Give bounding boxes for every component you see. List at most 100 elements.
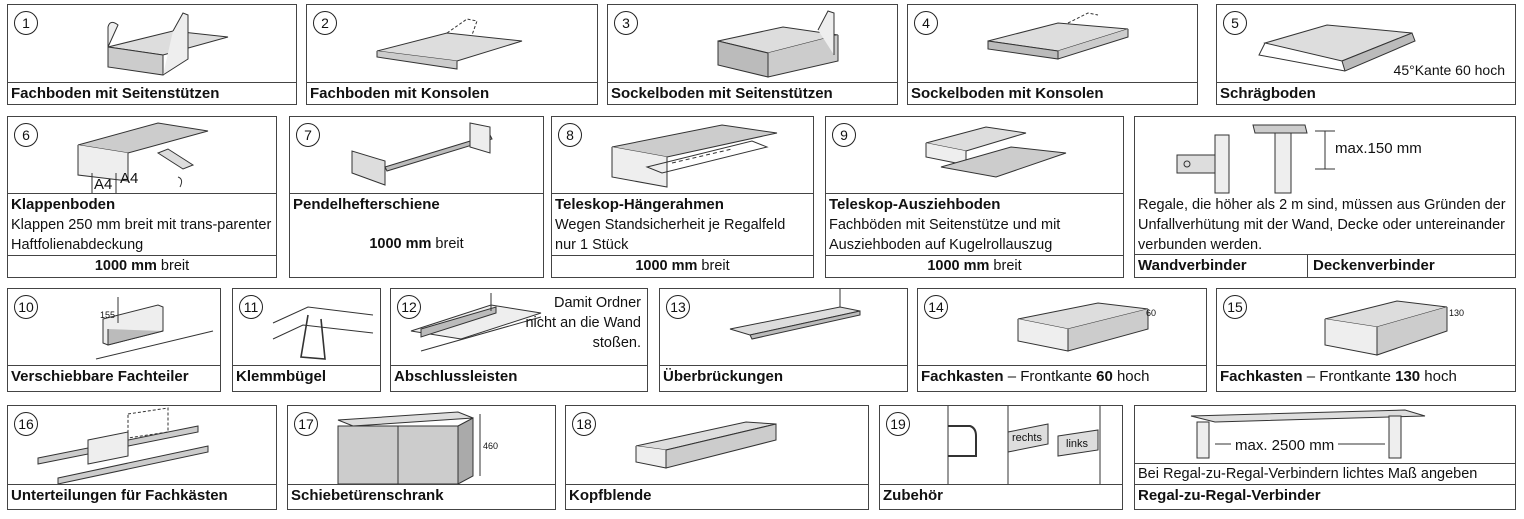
item-card-12: 12 Damit Ordner nicht an die Wand stoßen…	[390, 288, 648, 392]
width-unit: breit	[989, 258, 1022, 274]
item-card-7: 7 Pendelhefterschiene 1000 mm breit	[289, 116, 544, 278]
item-title: Sockelboden mit Seitenstützen	[608, 82, 897, 104]
box-130-illustration	[1324, 300, 1448, 356]
subdivision-illustration	[37, 407, 209, 485]
item-title: Klemmbügel	[233, 365, 380, 388]
item-description: Wegen Standsicherheit je Regalfeld nur 1…	[555, 217, 786, 253]
divider-illustration	[95, 297, 214, 360]
item-card-8: 8 Teleskop-Hängerahmen Wegen Standsicher…	[551, 116, 814, 278]
item-title: Regal-zu-Regal-Verbinder	[1135, 484, 1515, 507]
item-number: 5	[1223, 11, 1247, 35]
width-footer: 1000 mm breit	[8, 255, 276, 277]
divider	[1307, 255, 1308, 277]
item-card-2: 2 Fachboden mit Konsolen	[306, 4, 598, 105]
item-card-9: 9 Teleskop-Ausziehboden Fachböden mit Se…	[825, 116, 1124, 278]
telescope-frame-illustration	[611, 124, 778, 188]
item-title: Zubehör	[880, 484, 1122, 507]
height-dimension: 155	[100, 310, 116, 320]
item-number: 12	[397, 295, 421, 319]
item-card-14: 14 60 Fachkasten – Frontkante 60 hoch	[917, 288, 1207, 392]
item-title: Schrägboden	[1217, 82, 1515, 104]
item-number: 16	[14, 412, 38, 436]
shelf-illustration	[987, 12, 1129, 60]
item-number: 14	[924, 295, 948, 319]
sliding-door-cabinet-illustration	[337, 411, 481, 485]
clamp-illustration	[272, 306, 374, 360]
item-title: Teleskop-Hängerahmen	[552, 193, 813, 216]
flap-shelf-illustration	[77, 122, 209, 195]
item-title: Fachkasten – Frontkante 60 hoch	[918, 365, 1206, 388]
item-number: 1	[14, 11, 38, 35]
wall-ceiling-connector-illustration	[1176, 124, 1335, 194]
item-number: 10	[14, 295, 38, 319]
shelf-to-shelf-description: Bei Regal-zu-Regal-Verbindern lichtes Ma…	[1135, 463, 1515, 484]
item-card-16: 16 Unterteilungen für Fachkästen	[7, 405, 277, 510]
item-title: Fachboden mit Konsolen	[307, 82, 597, 104]
connector-card: max.150 mm Regale, die höher als 2 m sin…	[1134, 116, 1516, 278]
item-number: 2	[313, 11, 337, 35]
item-number: 15	[1223, 295, 1247, 319]
item-number: 18	[572, 412, 596, 436]
box-height-value: 60	[1096, 368, 1113, 385]
width-value: 1000 mm	[94, 258, 157, 274]
item-number: 3	[614, 11, 638, 35]
item-card-19: 19 rechts links Zubehör	[879, 405, 1123, 510]
shelf-illustration	[107, 12, 229, 76]
box-height-dimension: 60	[1146, 308, 1157, 318]
box-height-unit: hoch	[1420, 368, 1457, 385]
item-card-11: 11 Klemmbügel	[232, 288, 381, 392]
width-value: 1000 mm	[635, 258, 698, 274]
angle-note: 45°Kante 60 hoch	[1393, 62, 1505, 78]
width-note: 1000 mm breit	[293, 234, 540, 254]
item-title: Fachboden mit Seitenstützen	[8, 82, 296, 104]
item-card-13: 13 Überbrückungen	[659, 288, 908, 392]
box-title: Fachkasten	[1220, 368, 1303, 385]
item-card-1: 1 Fachboden mit Seitenstützen	[7, 4, 297, 105]
item-title: Klappenboden	[8, 193, 276, 216]
wall-connector-title: Wandverbinder	[1138, 257, 1247, 274]
connector-description: Regale, die höher als 2 m sind, müssen a…	[1138, 197, 1506, 253]
bridge-illustration	[729, 289, 861, 340]
item-number: 9	[832, 123, 856, 147]
width-footer: 1000 mm breit	[552, 255, 813, 277]
width-value: 1000 mm	[927, 258, 990, 274]
width-unit: breit	[156, 258, 190, 274]
pull-out-shelf-illustration	[925, 126, 1067, 178]
box-title: Fachkasten	[921, 368, 1004, 385]
item-number: 8	[558, 123, 582, 147]
accessories-illustration	[947, 406, 1101, 484]
head-panel-illustration	[635, 421, 777, 469]
item-title: Schiebetürenschrank	[288, 484, 555, 507]
end-strip-note: Damit Ordner nicht an die Wand stoßen.	[525, 295, 641, 351]
item-title: Fachkasten – Frontkante 130 hoch	[1217, 365, 1515, 388]
item-title: Sockelboden mit Konsolen	[908, 82, 1197, 104]
rail-illustration	[351, 122, 493, 186]
box-title-rest: – Frontkante	[1302, 368, 1396, 385]
box-height-unit: hoch	[1112, 368, 1150, 385]
right-label: rechts	[1012, 432, 1042, 444]
width-footer: 1000 mm breit	[826, 255, 1123, 277]
item-card-4: 4 Sockelboden mit Konsolen	[907, 4, 1198, 105]
item-card-10: 10 155 Verschiebbare Fachteiler	[7, 288, 221, 392]
shelf-illustration	[1258, 24, 1416, 72]
width-unit: breit	[697, 258, 730, 274]
item-number: 19	[886, 412, 910, 436]
item-number: 13	[666, 295, 690, 319]
item-number: 17	[294, 412, 318, 436]
item-title: Teleskop-Ausziehboden	[826, 193, 1123, 216]
width-value: 1000 mm	[369, 236, 432, 252]
a4-label-right: A4	[120, 170, 139, 187]
shelf-to-shelf-card: max. 2500 mm Bei Regal-zu-Regal-Verbinde…	[1134, 405, 1516, 510]
a4-label-left: A4	[94, 176, 113, 193]
item-number: 7	[296, 123, 320, 147]
max-distance-label: max.150 mm	[1335, 140, 1422, 157]
item-card-17: 17 460 Schiebetürenschrank	[287, 405, 556, 510]
item-description: Klappen 250 mm breit mit trans-parenter …	[11, 217, 272, 253]
box-height-dimension: 130	[1449, 308, 1465, 318]
item-number: 4	[914, 11, 938, 35]
item-title: Unterteilungen für Fachkästen	[8, 484, 276, 507]
width-unit: breit	[431, 236, 464, 252]
cabinet-height-dimension: 460	[483, 441, 499, 451]
box-height-value: 130	[1395, 368, 1421, 385]
box-60-illustration	[1017, 302, 1149, 352]
